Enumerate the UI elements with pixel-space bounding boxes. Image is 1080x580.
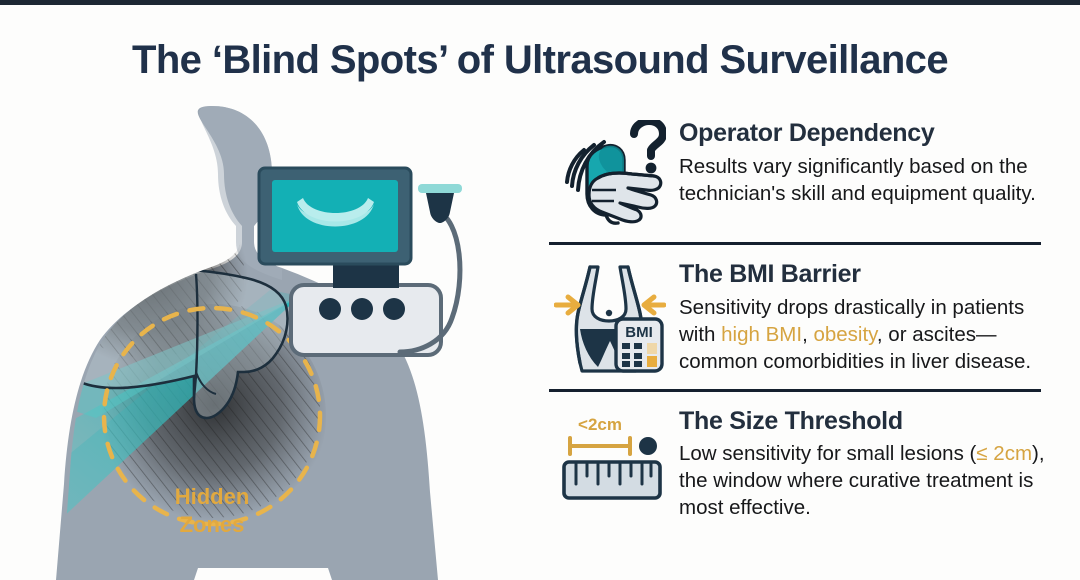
section-heading: The Size Threshold (679, 406, 903, 435)
top-edge-bar (0, 0, 1080, 5)
highlight-obesity: obesity (813, 322, 877, 346)
section-text: The Size Threshold Low sensitivity for s… (675, 406, 1045, 522)
ruler-lesion-icon: <2cm (545, 408, 675, 504)
compression-arrows (554, 294, 666, 316)
section-body: Sensitivity drops drastically in patient… (679, 295, 1032, 373)
screen-sweep-glyph (297, 204, 374, 227)
section-divider (549, 242, 1041, 245)
section-text: Operator Dependency Results vary signifi… (675, 119, 1045, 207)
section-bmi-barrier: BMI The BMI Barrier Sensitivity drops dr… (545, 259, 1045, 375)
section-operator-dependency: Operator Dependency Results vary signifi… (545, 118, 1045, 228)
machine-knob (319, 298, 341, 320)
section-body: Results vary significantly based on the … (679, 154, 1036, 205)
section-heading: The BMI Barrier (679, 260, 861, 288)
bmi-badge-label: BMI (625, 324, 653, 341)
section-size-threshold: <2cm (545, 406, 1045, 522)
probe-body (426, 193, 454, 223)
ultrasound-machine (257, 166, 463, 357)
lesion-dot (639, 436, 657, 455)
ultrasound-probe-hand-question-icon (545, 120, 675, 228)
hidden-zone-circle (101, 305, 323, 527)
section-text: The BMI Barrier Sensitivity drops drasti… (675, 260, 1045, 375)
machine-knob (351, 298, 373, 320)
bmi-torso-calculator-icon: BMI (545, 261, 675, 373)
blind-spots-list: Operator Dependency Results vary signifi… (545, 118, 1045, 578)
size-measure-label: <2cm (578, 415, 622, 434)
machine-knob (383, 298, 405, 320)
hidden-zones-label-line1: Hidden (175, 484, 250, 509)
section-body: Low sensitivity for small lesions (≤ 2cm… (679, 442, 1045, 520)
probe-cable (397, 207, 463, 355)
section-divider (549, 388, 1041, 392)
hidden-zones-label-line2: Zones (180, 512, 245, 537)
ultrasound-illustration: Hidden Zones (0, 100, 545, 580)
probe-head (418, 184, 462, 193)
highlight-high-bmi: high BMI (721, 322, 803, 346)
section-heading: Operator Dependency (679, 119, 935, 147)
highlight-size-threshold: ≤ 2cm (976, 442, 1033, 466)
page-title: The ‘Blind Spots’ of Ultrasound Surveill… (132, 38, 949, 82)
